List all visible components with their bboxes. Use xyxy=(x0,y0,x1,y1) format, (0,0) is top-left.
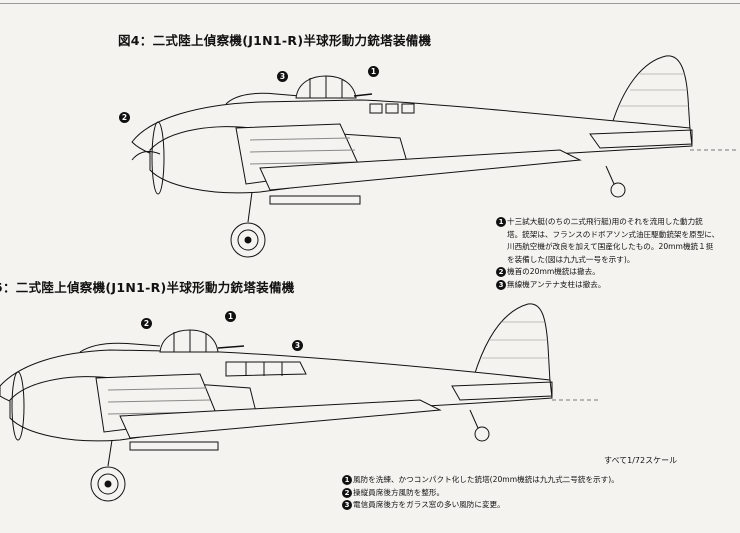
scale-note: すべて1/72スケール xyxy=(604,456,678,465)
figure-5-callout-1: 1 xyxy=(225,311,236,322)
note-text: 操縦員席後方風防を整形。 xyxy=(353,487,445,497)
note-number: 1 xyxy=(496,217,506,227)
figure-4-callout-1: 1 xyxy=(368,66,379,77)
figure-5-callout-3: 3 xyxy=(292,340,303,351)
figure-4-callout-3: 3 xyxy=(277,71,288,82)
note-text: 電信員席後方をガラス窓の多い風防に変更。 xyxy=(353,500,505,510)
top-border-line xyxy=(0,3,740,4)
note-number: 3 xyxy=(496,279,506,290)
note-text: 十三試大艇(のちの二式飛行艇)用のそれを流用した動力銃 xyxy=(507,217,703,226)
note-text: 無線機アンテナ支柱は撤去。 xyxy=(507,279,606,289)
note-number: 3 xyxy=(342,500,352,511)
note-item-continuation: 川西航空機が改良を加えて国産化したもの。20mm機銃１挺 xyxy=(507,242,714,252)
figure-5-callout-2: 2 xyxy=(141,318,152,329)
figure-4-callout-2: 2 xyxy=(119,112,130,123)
note-number: 2 xyxy=(496,267,506,278)
note-item-continuation: を装備した(図は九九式一号を示す)。 xyxy=(507,254,635,264)
figure-4-title: 図4：二式陸上偵察機(J1N1-R)半球形動力銃塔装備機 xyxy=(118,33,432,48)
note-item-continuation: 塔。銃架は、フランスのドボアソン式油圧駆動銃架を原型に、 xyxy=(507,229,720,239)
figure-5-title: 5：二式陸上偵察機(J1N1-R)半球形動力銃塔装備機 xyxy=(0,280,295,295)
note-number: 2 xyxy=(342,487,352,498)
note-text: 風防を洗練、かつコンパクト化した銃塔(20mm機銃は九九式二号銃を示す)。 xyxy=(353,475,619,484)
note-text: 機首の20mm機銃は撤去。 xyxy=(507,267,600,277)
note-number: 1 xyxy=(342,475,352,485)
